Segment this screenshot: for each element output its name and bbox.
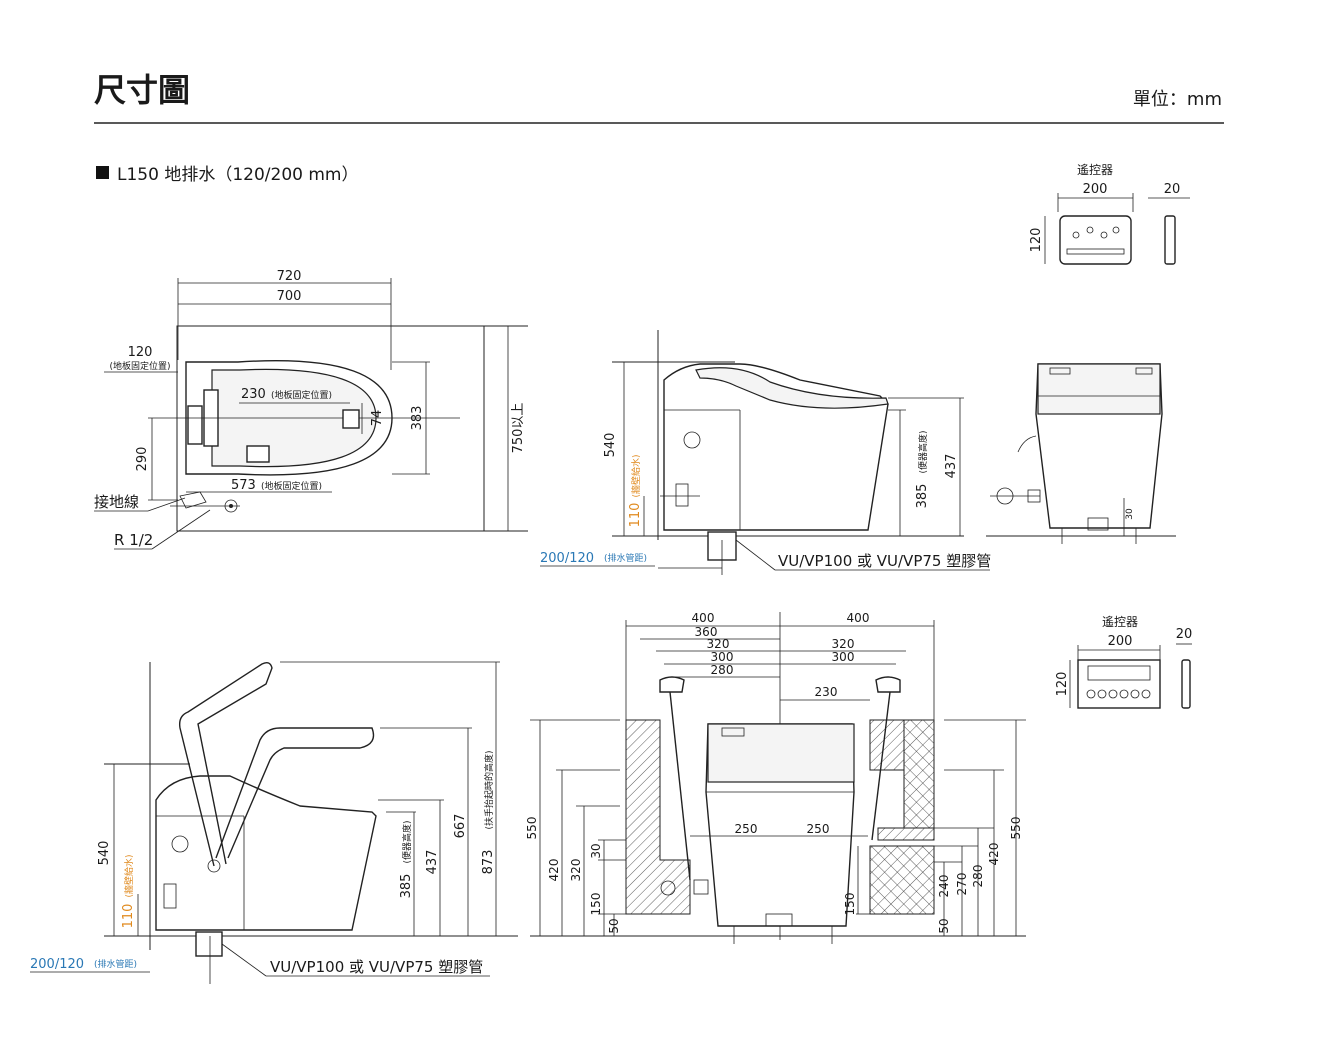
remote-bottom-width: 200	[1108, 634, 1133, 649]
side-view-drawing: 540 110 (牆壁給水) 385 (便器高度) 437 200/120 (排…	[540, 330, 991, 575]
plan-fix120-note: (地板固定位置)	[109, 360, 170, 372]
front-d30: 30	[1125, 508, 1135, 520]
hs-drain: 200/120	[30, 957, 84, 972]
hf-w360: 360	[695, 625, 718, 639]
side-h385: 385	[915, 484, 930, 509]
remote-bottom-drawing: 遙控器 200 20 120	[1055, 615, 1193, 709]
hf-l50: 50	[607, 918, 621, 933]
hs-h437: 437	[425, 850, 440, 875]
remote-top-height: 120	[1029, 228, 1044, 253]
plan-fix230-note: (地板固定位置)	[271, 389, 332, 401]
plan-fix573-note: (地板固定位置)	[261, 480, 322, 492]
hf-w400r: 400	[847, 611, 870, 625]
side-drain: 200/120	[540, 551, 594, 566]
hs-h540: 540	[97, 841, 112, 866]
section-bullet	[96, 166, 109, 179]
hs-h873: 873	[481, 850, 496, 875]
remote-bottom-label: 遙控器	[1102, 615, 1138, 629]
side-h385-note: (便器高度)	[917, 430, 929, 473]
hf-w320r: 320	[832, 637, 855, 651]
plan-fix120: 120	[128, 345, 153, 360]
hf-w250r: 250	[807, 822, 830, 836]
remote-top-width: 200	[1083, 182, 1108, 197]
handrail-side-drawing: 540 110 (牆壁給水) 385 (便器高度) 437 667 873 (扶…	[30, 661, 518, 984]
hf-w280: 280	[711, 663, 734, 677]
hf-l30: 30	[589, 843, 603, 858]
hs-drain-note: (排水管距)	[94, 958, 137, 970]
hf-r50: 50	[937, 918, 951, 933]
hf-w320l: 320	[707, 637, 730, 651]
plan-d383: 383	[410, 406, 425, 431]
hf-r150: 150	[843, 893, 857, 916]
plan-w720: 720	[277, 269, 302, 284]
hf-r550: 550	[1009, 817, 1023, 840]
hf-l420: 420	[547, 859, 561, 882]
unit-label: 單位：mm	[1133, 89, 1222, 110]
side-h540: 540	[603, 433, 618, 458]
remote-top-drawing: 遙控器 200 20 120	[1029, 163, 1190, 265]
side-h110-note: (牆壁給水)	[630, 454, 642, 497]
remote-top-depth: 20	[1164, 182, 1181, 197]
section-title: L150 地排水（120/200 mm）	[117, 165, 358, 185]
remote-bottom-depth: 20	[1176, 627, 1193, 642]
hs-h110: 110	[121, 904, 136, 929]
hs-h385: 385	[399, 874, 414, 899]
remote-top-label: 遙控器	[1077, 163, 1113, 177]
hf-l150: 150	[589, 893, 603, 916]
hs-h873-note: (扶手抬起時的高度)	[483, 750, 495, 829]
front-view-drawing: 30	[986, 363, 1176, 544]
plan-fix573: 573	[231, 478, 256, 493]
side-h110: 110	[628, 503, 643, 528]
plan-fix230: 230	[241, 387, 266, 402]
plan-view-drawing: 720 700 230 (地板固定位置) 74 383 750以上 120 (地…	[94, 269, 528, 550]
remote-bottom-height: 120	[1055, 672, 1070, 697]
hf-r280: 280	[971, 865, 985, 888]
hf-w250l: 250	[735, 822, 758, 836]
side-pipe: VU/VP100 或 VU/VP75 塑膠管	[778, 552, 991, 570]
hf-w230: 230	[815, 685, 838, 699]
plan-d750: 750以上	[511, 403, 526, 454]
plan-d290: 290	[135, 447, 150, 472]
hs-h385-note: (便器高度)	[401, 820, 413, 863]
hf-r240: 240	[937, 875, 951, 898]
side-drain-note: (排水管距)	[604, 552, 647, 564]
hs-pipe: VU/VP100 或 VU/VP75 塑膠管	[270, 958, 483, 976]
plan-ground: 接地線	[94, 493, 139, 511]
hs-h110-note: (牆壁給水)	[123, 854, 135, 897]
hs-h667: 667	[453, 814, 468, 839]
page-title: 尺寸圖	[94, 71, 190, 109]
handrail-front-drawing: 400 400 360 320 320 300 300 280 230 250 …	[525, 611, 1026, 944]
hf-r270: 270	[955, 873, 969, 896]
hf-l320: 320	[569, 859, 583, 882]
plan-w700: 700	[277, 289, 302, 304]
hf-r420: 420	[987, 843, 1001, 866]
hf-w300r: 300	[832, 650, 855, 664]
hf-w300l: 300	[711, 650, 734, 664]
hf-l550: 550	[525, 817, 539, 840]
plan-thread: R 1/2	[114, 531, 153, 549]
plan-d74: 74	[370, 410, 385, 427]
side-h437: 437	[944, 454, 959, 479]
hf-w400l: 400	[692, 611, 715, 625]
